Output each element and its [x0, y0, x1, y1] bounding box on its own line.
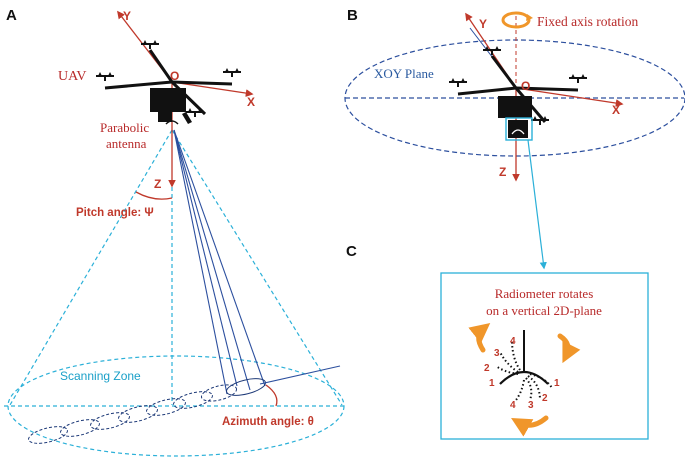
position-number: 2 — [484, 363, 490, 374]
scan-footprints — [28, 378, 266, 444]
propeller-icon — [95, 71, 115, 82]
pitch-angle-arc — [135, 191, 173, 200]
propeller-icon — [222, 67, 242, 78]
radiometer-highlight-box — [505, 117, 533, 141]
position-number: 4 — [510, 336, 516, 347]
pitch-angle-label: Pitch angle: Ψ — [76, 207, 154, 219]
axis-y-label-a: Y — [123, 9, 131, 23]
propeller-icon — [448, 77, 468, 88]
antenna-beams — [173, 129, 266, 395]
azimuth-angle-arc — [265, 384, 278, 407]
zoom-connector — [527, 139, 547, 270]
scanning-cone — [4, 129, 346, 457]
position-number: 2 — [542, 393, 548, 404]
radiometer-caption-line1: Radiometer rotates — [495, 286, 594, 301]
orange-circular-arrow-icon — [468, 322, 581, 437]
uav-a — [95, 39, 242, 125]
position-number: 3 — [494, 348, 500, 359]
radiometer-caption-line2: on a vertical 2D-plane — [486, 303, 602, 318]
axis-x-label-a: X — [247, 95, 255, 109]
drone-body-icon — [150, 88, 186, 112]
radiometer-detail-box — [440, 272, 649, 440]
propeller-icon — [482, 45, 502, 56]
axis-x-label-b: X — [612, 103, 620, 117]
uav-label: UAV — [58, 69, 87, 84]
panel-letter-b: B — [347, 7, 358, 24]
azimuth-angle-label: Azimuth angle: θ — [222, 416, 314, 428]
parabolic-antenna-icon — [165, 120, 179, 125]
propeller-icon — [140, 39, 160, 50]
origin-label-b: O — [521, 79, 530, 93]
antenna-label-line1: Parabolic — [100, 120, 149, 135]
panel-letter-c: C — [346, 243, 357, 260]
rotation-label: Fixed axis rotation — [537, 14, 638, 29]
scan-track-line — [259, 365, 341, 385]
position-number: 1 — [489, 378, 495, 389]
axis-z-label-b: Z — [499, 165, 506, 179]
scanning-zone-label: Scanning Zone — [60, 369, 141, 383]
panel-letter-a: A — [6, 7, 17, 24]
propeller-icon — [568, 73, 588, 84]
axis-z-label-a: Z — [154, 177, 161, 191]
parabolic-antenna-icon — [511, 129, 525, 135]
radiometer-diagram — [495, 330, 553, 401]
origin-label-a: O — [170, 69, 179, 83]
drone-body-icon — [498, 96, 532, 118]
position-number: 1 — [554, 378, 560, 389]
uav-b — [448, 45, 588, 141]
antenna-label-line2: antenna — [106, 136, 147, 151]
position-number: 4 — [510, 400, 516, 411]
xoy-plane-label: XOY Plane — [374, 66, 434, 81]
axis-y-label-b: Y — [479, 17, 487, 31]
position-number: 3 — [528, 400, 534, 411]
orange-circular-arrow-icon — [501, 11, 533, 29]
